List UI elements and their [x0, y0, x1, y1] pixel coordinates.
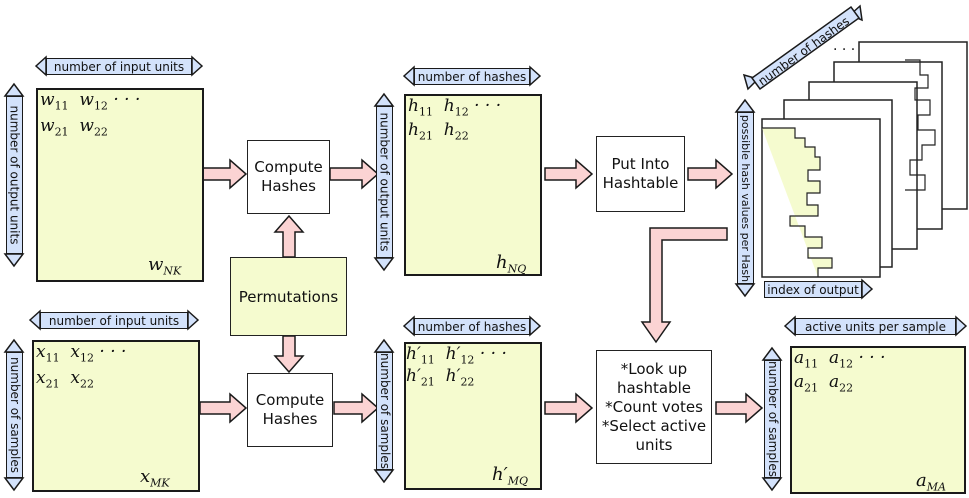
svg-text:. . .: . . .: [833, 38, 855, 54]
x-corner: xMK: [140, 466, 170, 490]
hashes-label-bottom: number of hashes: [414, 318, 530, 335]
samples-label-a: number of samples: [764, 360, 781, 478]
hash-matrix-h: [404, 94, 542, 276]
hash-values-label: possible hash values per Hash: [737, 112, 754, 284]
permutations-box: Permutations: [230, 257, 347, 336]
weight-matrix-w: [36, 88, 204, 282]
active-units-label: active units per sample: [795, 318, 956, 335]
w-row2: w21 w22: [40, 116, 108, 139]
x-row1: x11 x12 · · ·: [36, 342, 127, 365]
w-corner: wNK: [148, 254, 182, 278]
x-row2: x21 x22: [36, 368, 94, 391]
w-row1: w11 w12 · · ·: [40, 90, 141, 113]
h-row2: h21 h22: [408, 120, 469, 143]
input-units-label-top: number of input units: [46, 58, 192, 75]
input-matrix-x: [32, 340, 200, 492]
hash-matrix-h-prime: [404, 342, 542, 490]
h-row1: h11 h12 · · ·: [408, 96, 502, 119]
a-row1: a11 a12 · · ·: [794, 348, 886, 371]
hashtable-stack: [761, 41, 968, 278]
h-corner: hNQ: [496, 252, 527, 276]
samples-label-x: number of samples: [6, 352, 23, 478]
output-units-label-h: number of output units: [376, 106, 393, 258]
samples-label-h-prime: number of samples: [376, 352, 393, 470]
process-arrows: [199, 158, 764, 424]
active-matrix-a: [790, 346, 966, 494]
h-prime-row2: h′21 h′22: [406, 366, 475, 389]
input-units-label-bottom: number of input units: [40, 312, 188, 329]
lookup-box: *Look up hashtable *Count votes *Select …: [596, 350, 712, 464]
a-row2: a21 a22: [794, 372, 854, 395]
a-corner: aMA: [916, 470, 946, 494]
hashes-label-top: number of hashes: [414, 68, 530, 85]
index-of-output-label: index of output: [764, 281, 862, 298]
h-prime-row1: h′11 h′12 · · ·: [406, 344, 507, 367]
output-units-label: number of output units: [6, 96, 23, 254]
h-prime-corner: h′MQ: [492, 464, 528, 488]
